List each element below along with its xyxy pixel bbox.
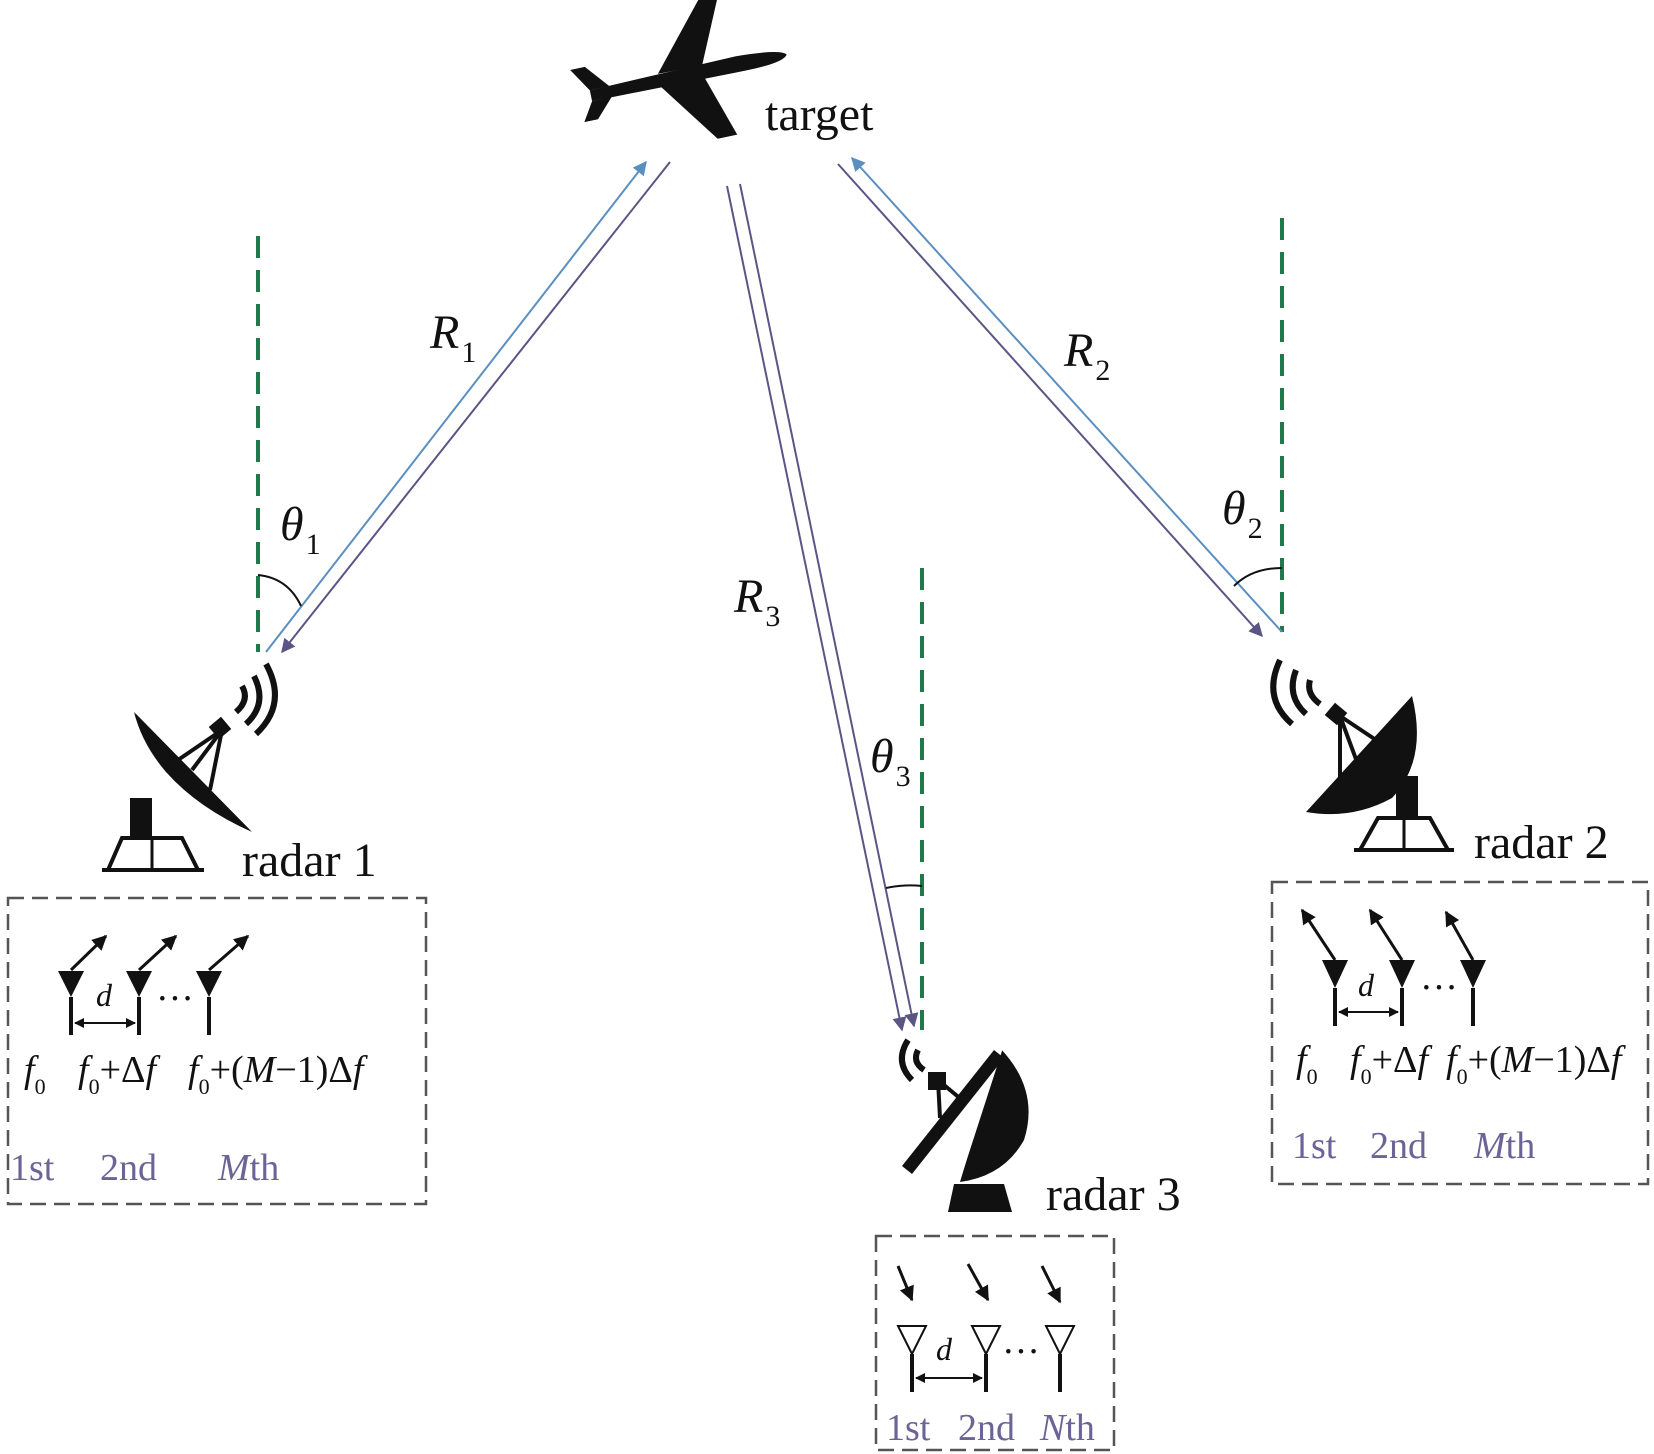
radar-dish-icon-3 — [899, 1038, 1029, 1212]
target-label: target — [765, 88, 874, 141]
radar-1-ordinal-first: 1st — [10, 1147, 55, 1189]
tx-antenna-icon — [58, 971, 84, 997]
radar-3-antenna-elements — [896, 1263, 1076, 1392]
angle-label-theta-2: θ2 — [1222, 482, 1263, 545]
radar-2-ordinal-last: Mth — [1473, 1125, 1535, 1167]
radar-3-spacing-label: d — [936, 1331, 953, 1367]
path-2-outbound-arrow — [851, 156, 1283, 633]
path-1-return-arrow — [281, 161, 671, 654]
angle-label-theta-1: θ1 — [280, 498, 321, 561]
radar-dish-icon-2 — [1270, 658, 1454, 852]
radar-dish-icon-1 — [102, 662, 278, 872]
rx-antenna-icon — [970, 1325, 1002, 1357]
radar-2-ordinal-second: 2nd — [1370, 1125, 1427, 1167]
radar-2-antenna-elements — [1300, 908, 1486, 1026]
range-label-r2: R2 — [1063, 324, 1110, 387]
path-1-outbound-arrow — [265, 160, 647, 653]
rx-antenna-icon — [1044, 1325, 1076, 1357]
angle-arc-theta-2 — [1233, 567, 1283, 587]
radar-2-freq-m: f0+(M−1)Δf — [1446, 1039, 1626, 1089]
tx-antenna-icon — [1460, 960, 1486, 988]
path-3-return-line — [739, 183, 919, 1028]
tx-antenna-icon — [196, 971, 222, 997]
radar-2-array-box — [1270, 880, 1650, 1186]
radar-2-ordinal-first: 1st — [1292, 1125, 1337, 1167]
radar-3-label: radar 3 — [1046, 1168, 1181, 1221]
path-2-return-arrow — [837, 163, 1263, 638]
radar-3-ordinal-second: 2nd — [958, 1407, 1015, 1449]
radar-2-freq-2: f0+Δf — [1350, 1039, 1432, 1089]
radar-2-spacing-label: d — [1358, 967, 1375, 1003]
radar-2-freq-1: f0 — [1296, 1039, 1318, 1089]
tx-antenna-icon — [126, 971, 152, 997]
radar-1-freq-m: f0+(M−1)Δf — [188, 1049, 368, 1099]
radar-2-label: radar 2 — [1474, 816, 1609, 869]
radar-1-label: radar 1 — [242, 834, 377, 887]
airplane-icon — [570, 0, 787, 139]
radar-1-freq-1: f0 — [24, 1049, 46, 1099]
angle-label-theta-3: θ3 — [870, 730, 911, 793]
radar-3-ellipsis: ··· — [1002, 1331, 1040, 1373]
radar-2-ellipsis: ··· — [1420, 967, 1458, 1009]
angle-arc-theta-3 — [885, 884, 923, 889]
radar-1-ordinal-second: 2nd — [100, 1147, 157, 1189]
radar-1-antenna-elements — [58, 934, 250, 1035]
radar-1-ellipsis: ··· — [156, 978, 194, 1020]
range-label-r1: R1 — [429, 306, 476, 369]
radar-1-spacing-label: d — [96, 977, 113, 1013]
range-label-r3: R3 — [733, 570, 780, 633]
rx-antenna-icon — [896, 1325, 928, 1357]
radar-3-ordinal-last: Nth — [1039, 1407, 1095, 1449]
tx-antenna-icon — [1322, 960, 1348, 988]
angle-arc-theta-1 — [257, 574, 302, 607]
radar-1-ordinal-last: Mth — [217, 1147, 279, 1189]
radar-3-array-box — [874, 1234, 1116, 1452]
radar-3-ordinal-first: 1st — [886, 1407, 931, 1449]
tx-antenna-icon — [1389, 960, 1415, 988]
path-3-outbound-line — [726, 185, 907, 1032]
radar-1-freq-2: f0+Δf — [78, 1049, 160, 1099]
